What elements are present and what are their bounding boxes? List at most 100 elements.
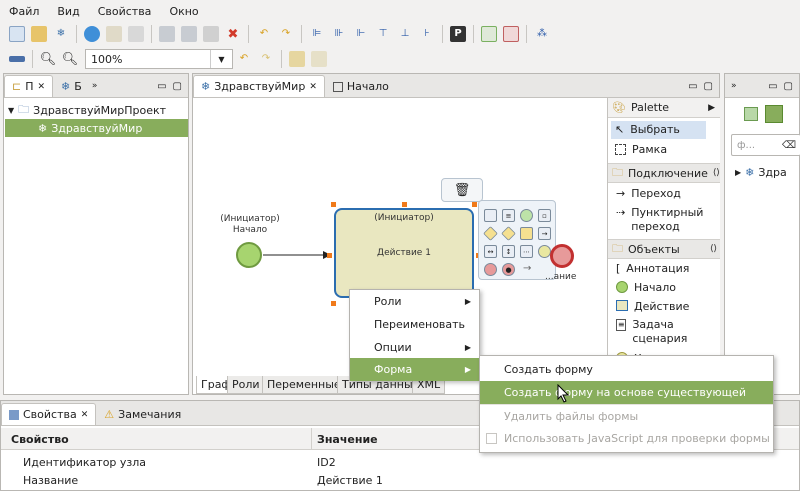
minimize-icon[interactable]: ▭ xyxy=(157,81,167,92)
table-icon[interactable] xyxy=(520,227,533,240)
script-icon[interactable]: ≡ xyxy=(502,209,515,222)
export-icon[interactable] xyxy=(106,26,122,42)
import-icon[interactable] xyxy=(128,26,144,42)
palette-item-transition[interactable]: → Переход xyxy=(616,187,681,200)
clear-icon[interactable]: ⌫ xyxy=(781,139,796,151)
transition-arrow[interactable] xyxy=(263,248,333,262)
end-node[interactable] xyxy=(550,244,574,268)
maximize-icon[interactable]: ▢ xyxy=(783,81,793,92)
selection-handle[interactable] xyxy=(472,202,477,207)
palette-item-dashed-transition[interactable]: ⇢ Пунктирный переход xyxy=(616,206,704,233)
chevron-right-icon[interactable]: ▶ xyxy=(735,167,742,177)
properties-p-icon[interactable]: P xyxy=(450,26,466,42)
selection-handle[interactable] xyxy=(331,301,336,306)
tab-properties[interactable]: Свойства ✕ xyxy=(1,403,97,425)
merge-icon[interactable]: ↕ xyxy=(502,245,515,258)
chevron-down-icon[interactable]: ▼ xyxy=(8,105,15,115)
tab-variables[interactable]: Переменные xyxy=(262,376,346,394)
redo-icon[interactable]: ↷ xyxy=(261,53,271,64)
align-left-icon[interactable]: ⊫ xyxy=(312,28,322,39)
new-file-icon[interactable] xyxy=(9,26,25,42)
tab-projects[interactable]: ⊏ П ✕ xyxy=(4,75,54,97)
overflow-icon[interactable]: » xyxy=(91,81,98,91)
palette-tool-marquee[interactable]: Рамка xyxy=(615,143,667,156)
maximize-icon[interactable]: ▢ xyxy=(172,81,182,92)
menu-file[interactable]: Файл xyxy=(9,4,40,18)
tab-hello-world[interactable]: ❄ ЗдравствуйМир ✕ xyxy=(193,75,325,97)
parallel-gateway-icon[interactable] xyxy=(501,226,516,241)
collapse-icon[interactable]: ⟨⟩ xyxy=(709,244,717,254)
tab-problems[interactable]: ⚠ Замечания xyxy=(104,408,182,421)
undo-icon[interactable]: ↶ xyxy=(259,28,269,39)
arrow-icon[interactable]: → xyxy=(523,263,532,274)
zoom-combo[interactable]: 100% ▼ xyxy=(85,49,233,69)
outline-tree-item[interactable]: ▶ ❄ Здра xyxy=(735,165,787,179)
align-center-icon[interactable]: ⊪ xyxy=(334,28,344,39)
selection-handle[interactable] xyxy=(402,202,407,207)
open-folder-icon[interactable] xyxy=(31,26,47,42)
palette-tool-select[interactable]: ↖ Выбрать xyxy=(611,121,706,139)
multi-instance-icon[interactable]: ⋯ xyxy=(520,245,533,258)
context-menu-options[interactable]: Опции ▶ xyxy=(374,341,471,354)
split-icon[interactable]: ↔ xyxy=(484,245,497,258)
palette-section-connection[interactable]: 🗀 Подключение ⟨⟩ xyxy=(608,163,720,183)
menu-properties[interactable]: Свойства xyxy=(97,4,152,18)
delete-icon[interactable]: 🗑 xyxy=(441,178,483,202)
close-icon[interactable]: ✕ xyxy=(80,409,89,420)
context-menu-rename[interactable]: Переименовать xyxy=(374,318,466,331)
table-row[interactable]: Название Действие 1 xyxy=(23,474,383,487)
paste-icon[interactable] xyxy=(289,51,305,67)
submenu-create-form[interactable]: Создать форму xyxy=(504,363,593,376)
close-icon[interactable]: ✕ xyxy=(309,81,317,92)
collapse-icon[interactable]: ⟨⟩ xyxy=(712,168,720,178)
submenu-use-javascript-validation[interactable]: Использовать JavaScript для проверки фор… xyxy=(480,427,773,450)
submenu-create-form-from-existing[interactable]: Создать форму на основе существующей xyxy=(480,381,773,404)
save-all-icon[interactable] xyxy=(181,26,197,42)
submenu-delete-form-files[interactable]: Удалить файлы формы xyxy=(480,404,773,427)
palette-section-objects[interactable]: 🗀 Объекты ⟨⟩ xyxy=(608,239,720,259)
delete-icon[interactable]: ✖ xyxy=(227,26,239,42)
deploy-icon[interactable] xyxy=(481,26,497,42)
table-row[interactable]: Идентификатор узла ID2 xyxy=(23,456,336,469)
minimize-icon[interactable] xyxy=(9,56,25,62)
context-menu-roles[interactable]: Роли ▶ xyxy=(374,295,471,308)
selection-handle[interactable] xyxy=(327,253,332,258)
zoom-out-icon[interactable]: 🔍︎ xyxy=(39,51,57,67)
timer-icon[interactable] xyxy=(520,209,533,222)
selection-handle[interactable] xyxy=(331,202,336,207)
close-icon[interactable]: ✕ xyxy=(37,81,46,92)
zoom-in-icon[interactable]: 🔍︎ xyxy=(61,51,79,67)
add-icon[interactable] xyxy=(744,107,758,121)
align-bottom-icon[interactable]: ⊦ xyxy=(424,28,430,39)
menu-window[interactable]: Окно xyxy=(169,4,199,18)
link-icon[interactable] xyxy=(765,105,783,123)
palette-item-start[interactable]: Начало xyxy=(616,281,676,294)
process-icon[interactable]: ❄ xyxy=(56,28,66,39)
tree-item-project[interactable]: ▼ 🗀 ЗдравствуйМирПроект xyxy=(8,101,188,119)
end-token-icon[interactable] xyxy=(484,263,497,276)
save-icon[interactable] xyxy=(159,26,175,42)
column-value[interactable]: Значение xyxy=(317,433,378,446)
redo-icon[interactable]: ↷ xyxy=(281,28,291,39)
context-menu-form[interactable]: Форма ▶ xyxy=(350,358,479,381)
grid-icon[interactable]: ⁂ xyxy=(537,28,547,39)
palette-item-action[interactable]: Действие xyxy=(616,300,689,313)
clipboard-icon[interactable] xyxy=(311,51,327,67)
action-node[interactable]: (Инициатор) Действие 1 xyxy=(334,208,474,298)
column-property[interactable]: Свойство xyxy=(11,433,69,446)
checkbox[interactable] xyxy=(486,433,497,444)
action-icon[interactable] xyxy=(484,209,497,222)
globe-icon[interactable] xyxy=(84,26,100,42)
minimize-icon[interactable]: ▭ xyxy=(688,81,698,92)
tab-graph[interactable]: Граф xyxy=(196,376,236,394)
undeploy-icon[interactable] xyxy=(503,26,519,42)
tab-start-form[interactable]: Начало xyxy=(325,75,397,97)
align-right-icon[interactable]: ⊩ xyxy=(356,28,366,39)
subprocess-icon[interactable]: ▫ xyxy=(538,209,551,222)
chevron-right-icon[interactable]: ▶ xyxy=(708,102,715,113)
tab-b[interactable]: ❄ Б xyxy=(61,80,82,93)
align-middle-icon[interactable]: ⊥ xyxy=(400,28,410,39)
undo-icon[interactable]: ↶ xyxy=(239,53,249,64)
tree-item-process[interactable]: ❄ ЗдравствуйМир xyxy=(5,119,188,137)
menu-view[interactable]: Вид xyxy=(57,4,80,18)
